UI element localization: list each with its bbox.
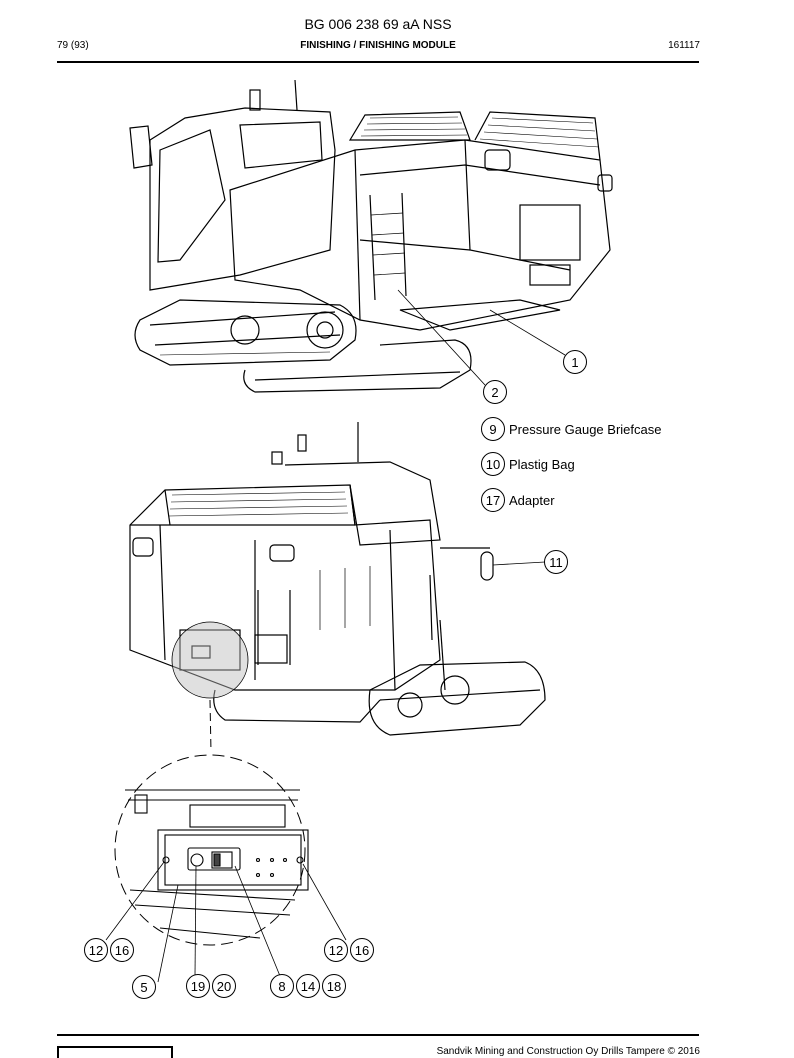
section-title: FINISHING / FINISHING MODULE [300, 40, 456, 51]
callout-1: 1 [563, 350, 587, 374]
callout-11: 11 [544, 550, 568, 574]
legend-number: 10 [481, 452, 505, 476]
document-code: 161117 [668, 40, 700, 51]
header-rule [57, 61, 699, 63]
callout-12-left: 12 [84, 938, 108, 962]
legend-number: 17 [481, 488, 505, 512]
callout-19: 19 [186, 974, 210, 998]
legend-label: Adapter [509, 492, 555, 508]
legend-item-10: 10 Plastig Bag [481, 452, 575, 476]
callout-12-right: 12 [324, 938, 348, 962]
callout-20: 20 [212, 974, 236, 998]
legend-item-9: 9 Pressure Gauge Briefcase [481, 417, 661, 441]
document-number: BG 006 238 69 aA NSS [304, 16, 452, 32]
callout-16-right: 16 [350, 938, 374, 962]
footer-rule [57, 1034, 699, 1036]
legend-item-17: 17 Adapter [481, 488, 555, 512]
callout-16-left: 16 [110, 938, 134, 962]
callout-8: 8 [270, 974, 294, 998]
page-number: 79 (93) [57, 40, 89, 51]
callout-14: 14 [296, 974, 320, 998]
callout-5: 5 [132, 975, 156, 999]
legend-label: Pressure Gauge Briefcase [509, 421, 662, 437]
legend-number: 9 [481, 417, 505, 441]
callout-18: 18 [322, 974, 346, 998]
callout-2: 2 [483, 380, 507, 404]
legend-label: Plastig Bag [509, 456, 575, 472]
footer-copyright: Sandvik Mining and Construction Oy Drill… [436, 1046, 700, 1057]
sandvik-logo [57, 1046, 173, 1058]
